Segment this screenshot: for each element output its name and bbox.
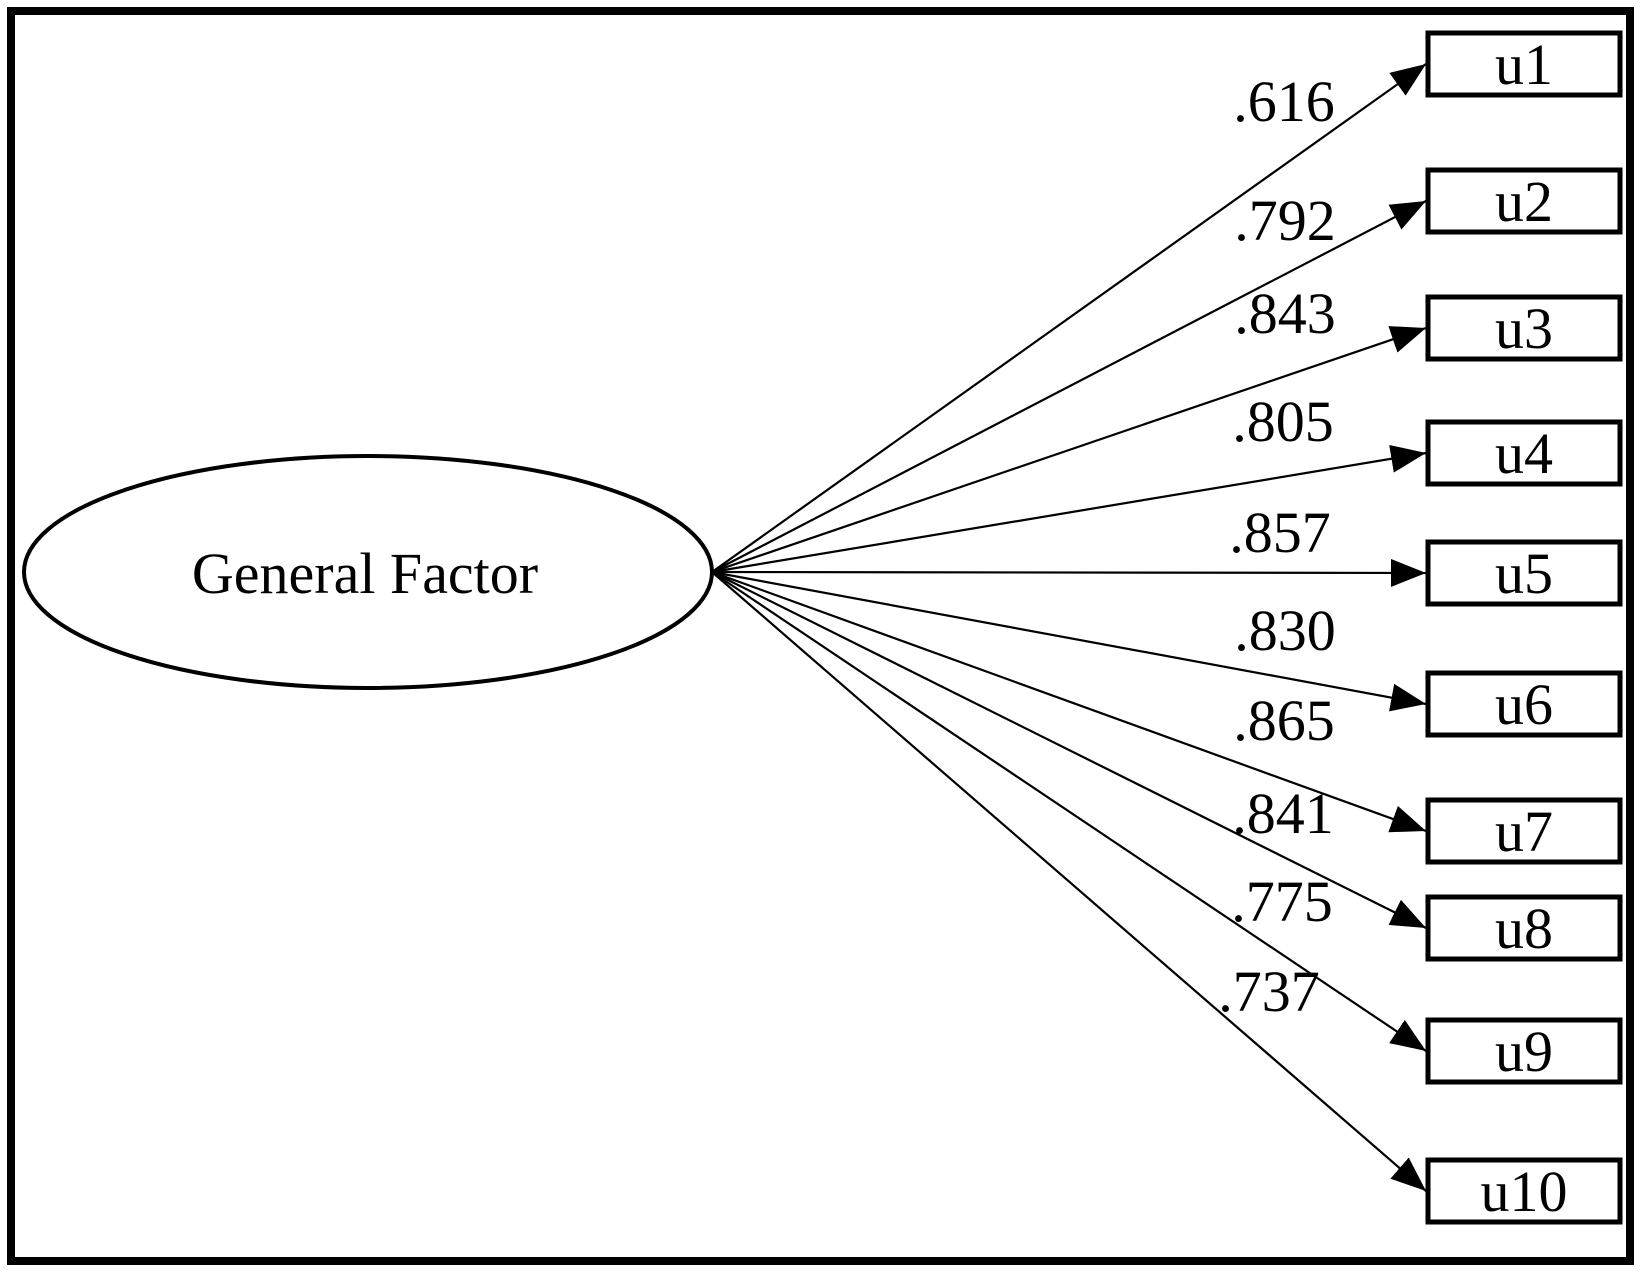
indicator-label-u5: u5	[1495, 541, 1553, 606]
indicator-box-u2	[1425, 167, 1623, 235]
loading-value-u1: .616	[1233, 69, 1335, 134]
loading-arrow-u10	[711, 571, 1427, 1192]
indicator-box-u4	[1425, 419, 1623, 487]
indicator-box-u1	[1425, 30, 1623, 98]
indicator-box-u9	[1425, 1017, 1623, 1085]
loading-value-u8: .841	[1232, 781, 1334, 846]
indicator-box-u5	[1425, 539, 1623, 607]
indicator-label-u3: u3	[1495, 296, 1553, 361]
loading-arrow-u5	[711, 558, 1427, 587]
latent-factor-label: General Factor	[192, 541, 538, 606]
loading-arrow-u7	[711, 570, 1427, 833]
loading-arrow-u6	[711, 570, 1427, 712]
indicator-nodes: u1 u2 u3 u4 u5 u6 u7 u8 u9 u10	[1425, 30, 1623, 1225]
indicator-label-u8: u8	[1495, 896, 1553, 961]
indicator-box-u10	[1425, 1157, 1623, 1225]
loading-arrow-u4	[711, 444, 1427, 574]
loading-arrow-u2	[711, 200, 1427, 573]
loading-value-u6: .830	[1234, 598, 1336, 663]
loading-value-u5: .857	[1229, 500, 1331, 565]
loading-value-u10: .737	[1218, 959, 1320, 1024]
loading-value-u3: .843	[1234, 281, 1336, 346]
indicator-label-u2: u2	[1495, 169, 1553, 234]
loading-value-u9: .775	[1231, 869, 1333, 934]
diagram-border	[7, 7, 1634, 1265]
loading-arrow-u3	[711, 326, 1427, 574]
loading-paths	[711, 63, 1427, 1192]
indicator-label-u6: u6	[1495, 672, 1553, 737]
indicator-box-u3	[1425, 294, 1623, 362]
loading-arrow-u9	[711, 571, 1427, 1052]
loading-arrow-u8	[711, 571, 1427, 929]
indicator-box-u6	[1425, 670, 1623, 738]
loading-arrow-u1	[711, 63, 1427, 573]
indicator-label-u1: u1	[1495, 32, 1553, 97]
indicator-label-u4: u4	[1495, 421, 1553, 486]
loading-value-labels: .616 .792 .843 .805 .857 .830 .865 .841 .775 .737	[1218, 69, 1336, 1024]
indicator-label-u10: u10	[1481, 1159, 1568, 1224]
loading-value-u7: .865	[1233, 688, 1335, 753]
loading-value-u2: .792	[1234, 188, 1336, 253]
loading-value-u4: .805	[1232, 389, 1334, 454]
indicator-box-u8	[1425, 894, 1623, 962]
indicator-label-u7: u7	[1495, 799, 1553, 864]
indicator-box-u7	[1425, 797, 1623, 865]
indicator-label-u9: u9	[1495, 1019, 1553, 1084]
